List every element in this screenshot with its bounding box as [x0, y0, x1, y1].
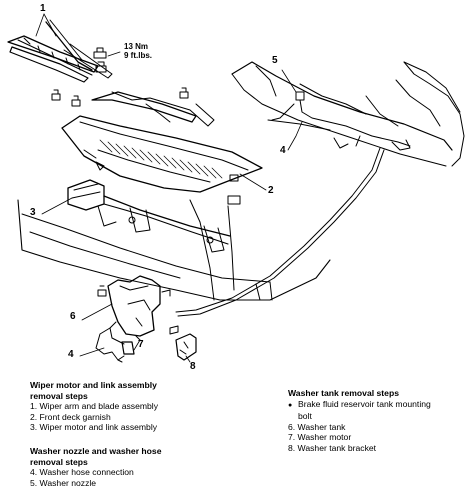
tank-step: 7. Washer motor — [288, 432, 352, 443]
torque-spec-nm: 13 Nm — [124, 42, 149, 51]
callout-8: 8 — [190, 361, 196, 372]
callout-5: 5 — [272, 55, 278, 66]
callout-2: 2 — [268, 185, 274, 196]
nozzle-step: 5. Washer nozzle — [30, 477, 97, 488]
tank-removal-section: Washer tank removal steps Brake fluid re… — [288, 388, 431, 454]
bullet-icon — [288, 399, 298, 409]
wiper-removal-section: Wiper motor and link assembly removal st… — [30, 380, 158, 433]
body-panel — [17, 199, 331, 301]
wiper-motor-link-assembly — [67, 179, 231, 253]
tank-section-title: Washer tank removal steps — [288, 388, 399, 398]
tank-bullet-continued: bolt — [298, 411, 312, 422]
tank-step: 8. Washer tank bracket — [288, 442, 377, 453]
washer-nozzles-hose — [271, 91, 411, 151]
wiper-step: 2. Front deck garnish — [30, 411, 111, 422]
nozzle-section-title-2: removal steps — [30, 456, 88, 467]
wiper-step: 3. Wiper motor and link assembly — [30, 422, 158, 433]
washer-tank-bracket — [169, 325, 197, 361]
washer-hose — [175, 147, 385, 317]
callout-4-hood: 4 — [280, 145, 286, 156]
washer-tank — [97, 275, 171, 337]
front-deck-garnish — [61, 115, 263, 193]
wiper-step: 1. Wiper arm and blade assembly — [30, 401, 159, 412]
tank-step: 6. Washer tank — [288, 421, 346, 432]
wiper-steps-list: 1. Wiper arm and blade assembly 2. Front… — [30, 401, 158, 433]
callout-3: 3 — [30, 207, 36, 218]
callout-6: 6 — [70, 311, 76, 322]
tank-bullet-step: Brake fluid reservoir tank mounting — [288, 399, 431, 412]
callout-7: 7 — [138, 339, 144, 350]
callout-4-tank: 4 — [68, 349, 74, 360]
wiper-section-title-2: removal steps — [30, 390, 88, 401]
nozzle-steps-list: 4. Washer hose connection 5. Washer nozz… — [30, 467, 162, 488]
wiper-blade-assembly — [7, 19, 113, 83]
nozzle-section-title-1: Washer nozzle and washer hose — [30, 446, 162, 456]
tank-bullet-text: Brake fluid reservoir tank mounting — [298, 398, 431, 409]
torque-spec-ftlbs: 9 ft.lbs. — [124, 51, 153, 60]
leader-lines — [35, 13, 303, 363]
washer-motor — [95, 321, 141, 363]
callout-1: 1 — [40, 3, 46, 14]
nozzle-removal-section: Washer nozzle and washer hose removal st… — [30, 446, 162, 488]
hood-panel — [231, 61, 465, 167]
wiper-section-title-1: Wiper motor and link assembly — [30, 380, 157, 390]
nozzle-step: 4. Washer hose connection — [30, 467, 134, 478]
wiper-arm-assembly — [91, 91, 215, 127]
tank-steps-list: Brake fluid reservoir tank mounting bolt… — [288, 399, 431, 454]
nut-fasteners — [51, 47, 241, 205]
